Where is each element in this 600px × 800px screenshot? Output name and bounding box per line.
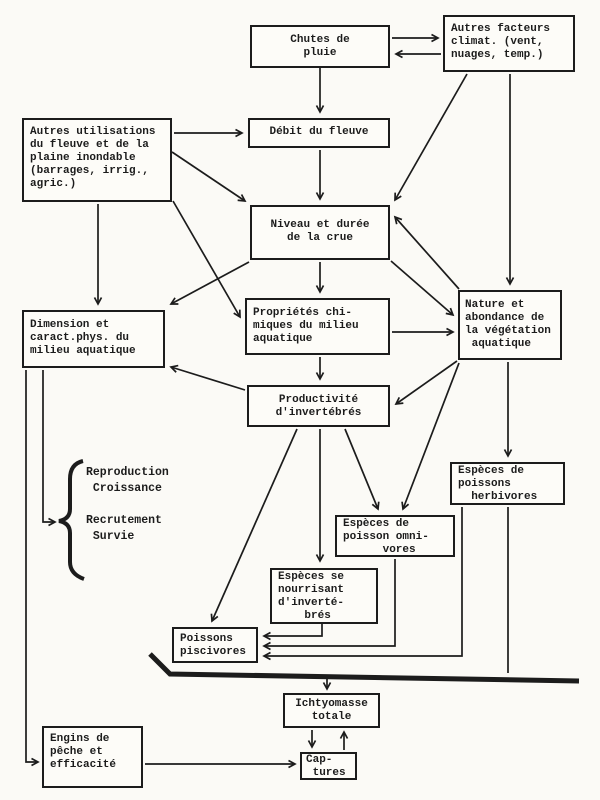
node-niveau-duree-crue: Niveau et durée de la crue [250,205,390,260]
edge-nature-productivite [394,360,458,406]
collector-bar [148,652,580,684]
edge-productivite-omnivores [344,428,380,511]
edge-productivite-dimension [169,364,246,391]
node-autres-utilisations: Autres utilisations du fleuve et de la p… [22,118,172,202]
lifecycle-brace [58,459,85,581]
node-especes-herbivores: Espèces de poissons herbivores [450,462,565,505]
edge-nature-omnivores [401,362,460,511]
edge-nature-niveau [393,215,460,290]
node-poissons-piscivores: Poissons piscivores [172,627,258,663]
node-ichtyomasse-totale: Ichtyomasse totale [283,693,380,728]
node-debit-du-fleuve: Débit du fleuve [248,118,390,148]
edge-niveau-dimension [169,261,250,305]
node-productivite-invertebres: Productivité d'invertébrés [247,385,390,427]
edge-utilisations-proprietes [172,200,241,319]
node-autres-facteurs-climat: Autres facteurs climat. (vent, nuages, t… [443,15,575,72]
node-especes-nourrissant-invertebres: Espèces se nourrisant d'inverté- brés [270,568,378,624]
edge-utilisations-niveau [171,151,247,202]
edge-dimension-engins [25,370,40,767]
node-chutes-de-pluie: Chutes de pluie [250,25,390,68]
edge-herbivores-piscivores [262,507,463,661]
edge-nourrissant-piscivores [262,624,323,641]
edge-dimension-lifecycle [42,370,57,527]
lifecycle-terms: Reproduction Croissance Recrutement Surv… [86,466,169,543]
edge-omnivores-piscivores [262,559,396,651]
edge-niveau-nature [390,260,455,317]
node-especes-omnivores: Espèces de poisson omni- vores [335,515,455,557]
node-dimension-caract-phys: Dimension et caract.phys. du milieu aqua… [22,310,165,368]
node-nature-vegetation: Nature et abondance de la végétation aqu… [458,290,562,360]
edge-climat-niveau [394,73,468,202]
node-captures: Cap- tures [300,752,357,780]
node-engins-de-peche: Engins de pêche et efficacité [42,726,143,788]
node-proprietes-chimiques: Propriétés chi- miques du milieu aquatiq… [245,298,390,355]
edge-productivite-piscivores [210,428,298,623]
